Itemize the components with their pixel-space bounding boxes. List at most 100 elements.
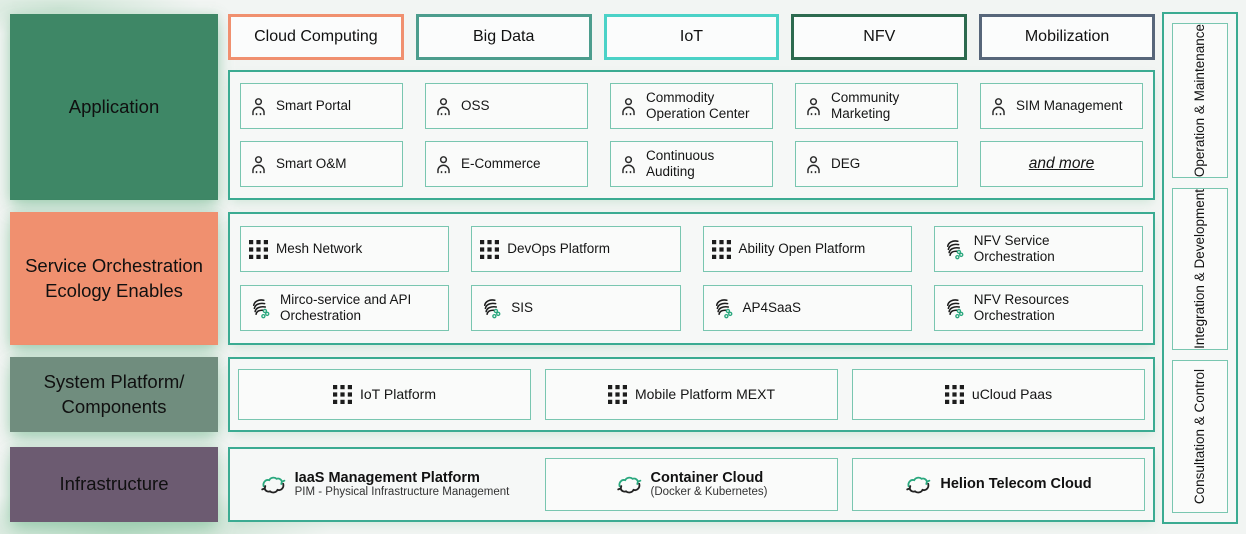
rail-item: Operation & Maintenance [1172, 23, 1228, 179]
application-item: DEG [795, 141, 958, 187]
service-item-label: SIS [511, 300, 534, 316]
layer-label-text: Application [68, 95, 160, 117]
layer-label-text: Infrastructure [59, 473, 169, 495]
tech-domain-box: Cloud Computing [228, 14, 404, 60]
rail-item-label: Integration & Development [1191, 189, 1207, 349]
person-icon [434, 96, 453, 117]
grid-icon [711, 239, 731, 259]
application-item-label: Smart Portal [276, 98, 352, 114]
system-item-label: IoT Platform [360, 386, 436, 403]
person-icon [804, 96, 823, 117]
application-item-label: OSS [461, 98, 490, 114]
tech-domain-label: IoT [679, 28, 704, 45]
layer-label: Infrastructure [10, 447, 218, 522]
application-item-label: SIM Management [1016, 98, 1123, 114]
service-item: SIS [471, 285, 681, 331]
person-icon [989, 96, 1008, 117]
grid-icon [607, 385, 627, 404]
infrastructure-item-label: Container Cloud [650, 469, 764, 486]
service-item-label: NFV Service Orchestration [973, 233, 1055, 264]
service-orchestration-section: Mesh Network DevOps Platform Ability Open … [228, 212, 1155, 345]
service-item-label: NFV Resources Orchestration [973, 292, 1070, 323]
system-items-row: IoT Platform Mobile Platform MEXT uCloud P… [238, 369, 1145, 420]
system-item: uCloud Paas [852, 369, 1145, 420]
application-item: Commodity Operation Center [610, 83, 773, 129]
rail-item-label: Operation & Maintenance [1191, 24, 1207, 178]
service-item: Ability Open Platform [702, 226, 912, 272]
grid-icon [249, 239, 268, 259]
tech-domain-box: IoT [603, 14, 780, 60]
system-platform-section: IoT Platform Mobile Platform MEXT uCloud P… [228, 357, 1155, 432]
application-item-label: and more [1028, 155, 1095, 173]
application-item: Smart O&M [240, 141, 403, 187]
service-item: Mesh Network [240, 226, 450, 272]
application-item: Smart Portal [240, 83, 403, 129]
application-item-label: Commodity Operation Center [646, 90, 750, 121]
infrastructure-item: Helion Telecom Cloud [852, 458, 1145, 511]
tech-domain-box: Big Data [415, 14, 592, 60]
system-item: Mobile Platform MEXT [545, 369, 838, 420]
orchestration-icon [943, 238, 966, 261]
rail-item-label: Consultation & Control [1191, 368, 1207, 505]
tech-domain-label: NFV [863, 28, 896, 45]
tech-domain-label: Mobilization [1024, 28, 1110, 45]
layer-label-text: System Platform/ Components [43, 371, 185, 417]
infrastructure-item-label: Helion Telecom Cloud [940, 476, 1092, 493]
infrastructure-item-sublabel: PIM - Physical Infrastructure Management [294, 486, 510, 499]
service-item-label: Ability Open Platform [738, 241, 866, 257]
layer-label: Application [10, 14, 218, 200]
application-item-label: Smart O&M [276, 156, 347, 172]
cloud-sync-icon [905, 474, 932, 496]
person-icon [619, 96, 638, 117]
application-item: SIM Management [980, 83, 1143, 129]
application-item-label: DEG [831, 156, 861, 172]
cloud-sync-icon [616, 474, 643, 496]
infrastructure-item: Container Cloud(Docker & Kubernetes) [545, 458, 838, 511]
application-item: OSS [425, 83, 588, 129]
person-icon [434, 154, 453, 175]
orchestration-icon [943, 297, 966, 320]
main-content: Cloud Computing Big Data IoT NFV Mobilizatio… [228, 14, 1155, 522]
service-items-grid: Mesh Network DevOps Platform Ability Open … [240, 226, 1143, 331]
person-icon [619, 154, 638, 175]
service-item-label: Mirco-service and API Orchestration [280, 292, 412, 323]
tech-domain-label: Cloud Computing [254, 28, 378, 45]
layer-label: System Platform/ Components [10, 357, 218, 432]
tech-domain-box: Mobilization [979, 14, 1155, 60]
service-item: Mirco-service and API Orchestration [240, 285, 450, 331]
application-item-label: E-Commerce [461, 156, 541, 172]
person-icon [804, 154, 823, 175]
layer-label: Service Orchestration Ecology Enables [10, 212, 218, 345]
application-item: Continuous Auditing [610, 141, 773, 187]
orchestration-icon [712, 297, 735, 320]
tech-domain-label: Big Data [473, 28, 535, 45]
grid-icon [333, 385, 352, 404]
grid-icon [480, 239, 500, 259]
infrastructure-item-label: IaaS Management Platform [294, 469, 480, 486]
service-item: NFV Resources Orchestration [933, 285, 1143, 331]
infrastructure-item-text: Helion Telecom Cloud [940, 476, 1091, 493]
grid-icon [944, 385, 964, 404]
service-item-label: DevOps Platform [507, 241, 611, 257]
orchestration-icon [249, 297, 272, 320]
application-item-label: Community Marketing [831, 90, 900, 121]
infrastructure-item-text: Container Cloud(Docker & Kubernetes) [651, 470, 768, 500]
system-item-label: uCloud Paas [971, 386, 1053, 403]
service-item: DevOps Platform [471, 226, 681, 272]
application-section: Smart Portal OSS Commodity Operation Cente… [228, 70, 1155, 200]
rail-item: Consultation & Control [1172, 359, 1228, 513]
system-item-label: Mobile Platform MEXT [634, 386, 776, 403]
application-item-label: Continuous Auditing [646, 148, 715, 179]
layer-label-text: Service Orchestration Ecology Enables [25, 255, 203, 301]
service-item-label: Mesh Network [276, 241, 363, 257]
person-icon [249, 154, 268, 175]
cloud-sync-icon [260, 474, 287, 496]
tech-domain-row: Cloud Computing Big Data IoT NFV Mobilizatio… [228, 14, 1155, 60]
person-icon [249, 96, 268, 117]
application-items-grid: Smart Portal OSS Commodity Operation Cente… [240, 83, 1143, 187]
